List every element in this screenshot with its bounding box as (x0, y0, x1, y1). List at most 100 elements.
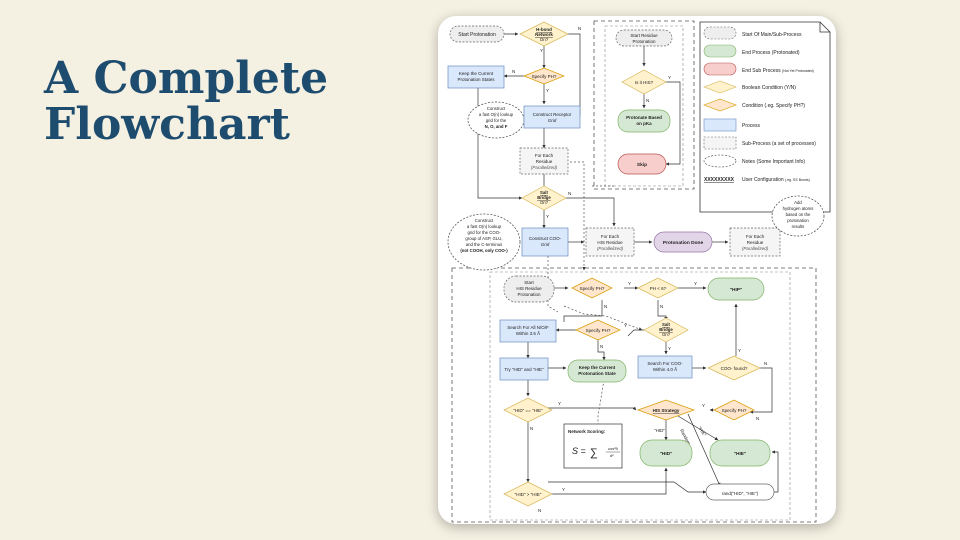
pka-line1: Protonate Based (626, 115, 662, 120)
skip-label: Skip (637, 162, 647, 168)
flowchart: Start Of Main/Sub-Process End Process (P… (447, 20, 831, 523)
start-residue-protonation: Start Residue Protonation (615, 29, 673, 47)
hid-edge-label: "HID" (654, 428, 665, 433)
edge-ph1-n: N (512, 69, 515, 74)
hid-end-label: "HID" (660, 451, 673, 457)
legend-start: Start Of Main/Sub-Process (742, 32, 802, 38)
legend-notes: Notes (Some Important Info) (742, 159, 805, 165)
each-his-line3: (Parallelized) (597, 246, 624, 251)
edge-ph2-n: N (604, 304, 607, 309)
note1-line2: a fast O(n) lookup (479, 112, 514, 117)
each-residue-1-line1: For Each (535, 153, 554, 158)
note3-line5: results (792, 224, 805, 229)
edge-salt2-y: Y (668, 346, 671, 351)
specify-ph-decision-3: Specify PH? (575, 319, 621, 341)
search-ndp-line1: Search For All N/O/F (507, 325, 549, 330)
legend: Start Of Main/Sub-Process End Process (P… (699, 21, 831, 213)
hip-label: "HIP" (730, 287, 743, 293)
legend-end-sub-note: (Not Yet Protonated) (782, 69, 814, 73)
note2-line1: Construct (475, 218, 494, 223)
note1-line1: Construct (487, 106, 506, 111)
edge-ph4-y: Y (702, 403, 705, 408)
legend-bool: Boolean Condition (Y/N) (742, 85, 796, 91)
note3-line2: hydrogen atoms (783, 206, 814, 211)
keep-state-end: Keep the Current Protonation State (567, 359, 627, 383)
hbond-network-decision: H-bond Network On? (519, 21, 569, 47)
network-scoring-box: Network Scoring: S = ∑ cos²θ d² (563, 423, 623, 469)
his-subprocess-frame (451, 267, 817, 523)
ph-lt-6-decision: PH < 6? (637, 277, 679, 299)
keep-state-1-line1: Keep the Current (459, 71, 494, 76)
legend-user-config: User Configuration (742, 177, 784, 183)
score-formula-den: d² (610, 453, 614, 458)
note-add-hydrogens: Add hydrogen atoms based on the protonat… (771, 195, 825, 237)
edge-eq-y: Y (558, 401, 561, 406)
receptor-grid-line2: Grid (548, 118, 557, 123)
search-coo-process: Search For COO- Within 4.0 Å (637, 355, 693, 379)
edge-coo-n: N (764, 361, 767, 366)
start-his-line1: Start (524, 280, 534, 285)
keep-state-b-line2: Protonation State (578, 371, 616, 376)
is-his-decision: Is it HIS? (621, 69, 667, 95)
note1-line3: grid for the (486, 118, 507, 123)
legend-end: End Process (Protonated) (742, 50, 800, 56)
protonation-done-label: Protonation Done (663, 240, 704, 246)
note1-line4: N, O, and F (485, 124, 508, 129)
for-each-residue-2: For Each Residue (Parallelized) (729, 227, 781, 257)
edge-salt-y: Y (546, 214, 549, 219)
hbond-line3: On? (540, 37, 549, 42)
start-his-line2: HIS Residue (516, 286, 542, 291)
edge-eq-n: N (530, 426, 533, 431)
pka-line2: on pKa (636, 121, 652, 126)
each-residue-2-line3: (Parallelized) (742, 246, 769, 251)
start-residue-line2: Protonation (632, 39, 656, 44)
start-his-protonation: Start HIS Residue Protonation (503, 275, 555, 303)
salt-bridge-decision-2: Salt Bridge On? (643, 317, 689, 343)
edge-ph1-y: Y (546, 88, 549, 93)
coo-found-label: COO- found? (721, 366, 748, 371)
receptor-grid-line1: Construct Receptor (533, 112, 572, 117)
rand-choice-label: rand("HID", "HIE") (722, 491, 759, 496)
salt-line3: On? (540, 200, 549, 205)
skip-end-sub: Skip (617, 153, 667, 175)
for-each-residue-1: For Each Residue (Parallelized) (519, 147, 569, 175)
protonate-pka-end: Protonate Based on pKa (617, 109, 671, 133)
specify-ph-decision-1: Specify PH? (523, 67, 565, 85)
hid-eq-hie-label: "HID" == "HIE" (513, 408, 543, 413)
svg-text:User Configuration (.eg. SS Bo: User Configuration (.eg. SS Bonds) (742, 177, 810, 183)
his-inner-frame (489, 271, 791, 521)
hid-gt-hie-label: "HID" > "HIE" (515, 492, 542, 497)
note3-line1: Add (794, 200, 802, 205)
note2-line5: and the C-terminus (466, 242, 503, 247)
legend-cond: Condition (.eg. Specify PH?) (742, 103, 805, 109)
each-residue-1-line2: Residue (536, 159, 553, 164)
start-protonation-label: Start Protonation (458, 32, 496, 38)
each-his-line1: For Each (601, 234, 620, 239)
edge-gt-n: N (538, 508, 541, 513)
start-residue-line1: Start Residue (630, 33, 658, 38)
specify-ph-2-label: Specify PH? (580, 286, 605, 291)
edge-ph6-y: Y (694, 281, 697, 286)
coo-grid-line1: Construct COO- (529, 236, 562, 241)
hip-end: "HIP" (707, 277, 765, 301)
specify-ph-1-label: Specify PH? (532, 74, 557, 79)
coo-found-decision: COO- found? (707, 355, 761, 381)
his-strategy-decision: HIS Strategy (636, 399, 696, 421)
edge-his-y: Y (668, 75, 671, 80)
note3-line4: protonation (787, 218, 809, 223)
keep-state-process-1: Keep the Current Protonation States (447, 65, 505, 89)
hbond-line1: H-bond (536, 27, 552, 32)
edge-his-n: N (646, 98, 649, 103)
edge-gt-y: Y (562, 487, 565, 492)
legend-user-config-sample: XXXXXXXXX (704, 177, 735, 183)
edge-ph3-n: N (600, 344, 603, 349)
his-strategy-label: HIS Strategy (653, 408, 680, 413)
search-ndp-process: Search For All N/O/F Within 3.5 Å (499, 319, 557, 343)
network-scoring-label: Network Scoring: (568, 429, 606, 434)
note2-line6: (not COOH, only COO-) (460, 248, 508, 253)
note2-line3: grid for the COO- (468, 230, 502, 235)
hie-end-label: "HIE" (734, 451, 747, 457)
slide-title: A Complete Flowchart (44, 56, 424, 148)
search-coo-line1: Search For COO- (647, 361, 683, 366)
legend-subprocess: Sub-Process (a set of processes) (742, 141, 816, 147)
